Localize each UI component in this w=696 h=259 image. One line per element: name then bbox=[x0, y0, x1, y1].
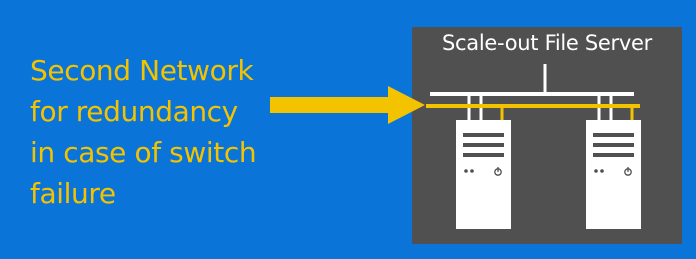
callout-text: Second Network for redundancy in case of… bbox=[30, 50, 280, 214]
diagram-title: Scale-out File Server bbox=[442, 31, 652, 55]
power-icon bbox=[494, 167, 502, 176]
server-right bbox=[586, 120, 641, 229]
primary-network bbox=[430, 64, 634, 120]
arrow-icon bbox=[270, 86, 425, 124]
callout-line-4: failure bbox=[30, 177, 116, 210]
callout-line-2: for redundancy bbox=[30, 95, 238, 128]
callout-line-3: in case of switch bbox=[30, 136, 257, 169]
server-left bbox=[456, 120, 511, 229]
power-icon bbox=[624, 167, 632, 176]
callout-line-1: Second Network bbox=[30, 54, 254, 87]
second-network bbox=[426, 104, 640, 120]
